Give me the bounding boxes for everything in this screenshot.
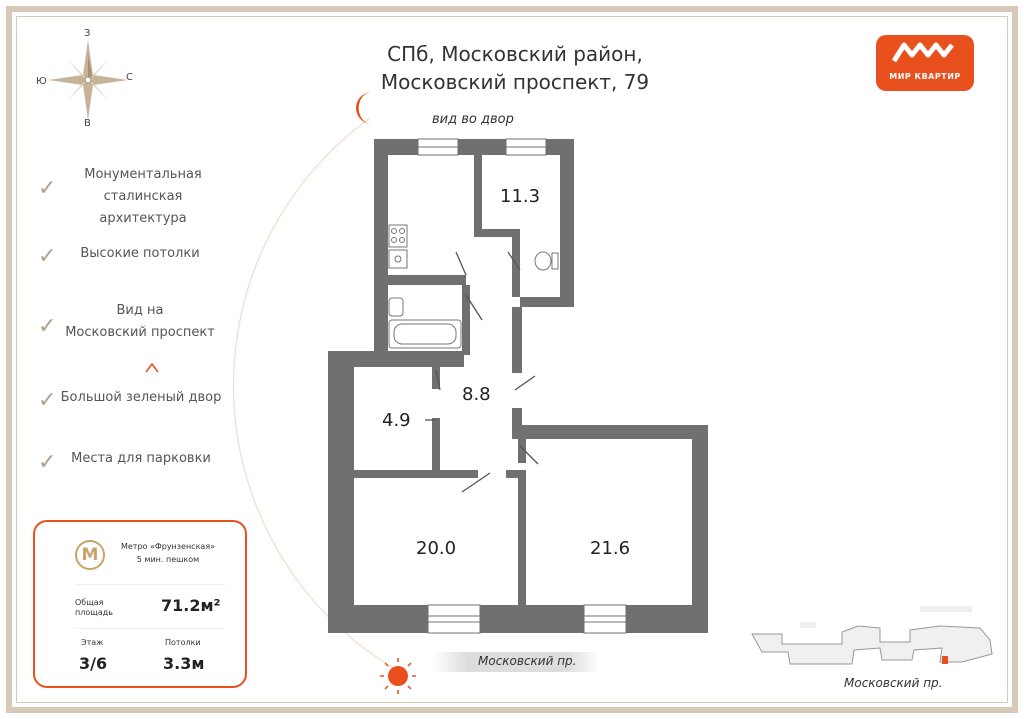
feature-ceilings: Высокие потолки xyxy=(70,243,210,265)
feature-view: Вид на Московский проспект xyxy=(60,300,220,344)
stove-icon xyxy=(388,224,408,269)
floor-label: Этаж xyxy=(81,638,104,647)
address-line-1: СПб, Московский район, xyxy=(387,42,643,66)
feature-yard: Большой зеленый двор xyxy=(56,387,226,409)
check-icon: ✓ xyxy=(38,314,57,339)
bottom-windows xyxy=(427,604,627,634)
ceiling-value: 3.3м xyxy=(163,654,205,673)
check-icon: ✓ xyxy=(38,450,57,475)
feature-text: Монументальная xyxy=(84,167,202,182)
room-area-hall: 8.8 xyxy=(462,384,491,405)
feature-text: Высокие потолки xyxy=(80,246,200,261)
outer-border xyxy=(6,6,1018,713)
feature-text: сталинская архитектура xyxy=(99,189,187,226)
room-area-left: 20.0 xyxy=(416,538,457,559)
compass-north-label: З xyxy=(84,28,91,39)
mini-map xyxy=(751,606,993,665)
room-area-kitchen: 11.3 xyxy=(500,186,541,207)
walls xyxy=(328,139,708,633)
bathtub-icon xyxy=(388,297,462,349)
ceiling-label: Потолки xyxy=(165,638,201,647)
street-label-mini: Московский пр. xyxy=(844,676,943,690)
view-label: вид во двор xyxy=(432,112,514,127)
area-value: 71.2м² xyxy=(161,596,221,615)
room-area-small: 4.9 xyxy=(382,410,411,431)
feature-text: Большой зеленый двор xyxy=(60,390,222,405)
area-label-2: площадь xyxy=(75,608,113,617)
toilet-icon xyxy=(534,251,559,271)
feature-text: Вид на xyxy=(116,303,164,318)
address-line-2: Московский проспект, 79 xyxy=(380,70,650,94)
floor-value: 3/6 xyxy=(79,654,108,673)
divider xyxy=(75,584,225,585)
logo-mark-icon xyxy=(876,39,974,72)
area-label-1: Общая xyxy=(75,598,104,607)
brand-logo[interactable]: МИР КВАРТИР xyxy=(876,35,974,91)
feature-parking: Места для парковки xyxy=(64,448,218,470)
feature-text: Места для парковки xyxy=(71,451,211,466)
sun-path-arc xyxy=(232,117,401,673)
street-band xyxy=(434,652,600,672)
top-windows xyxy=(417,138,547,156)
compass-south-label: В xyxy=(84,118,91,129)
moon-icon xyxy=(356,92,372,125)
check-icon: ✓ xyxy=(38,388,57,413)
address-title: СПб, Московский район, Московский проспе… xyxy=(360,40,670,96)
room-area-right: 21.6 xyxy=(590,538,631,559)
feature-text: Московский проспект xyxy=(65,325,215,340)
compass-east-label: С xyxy=(126,72,133,83)
divider xyxy=(75,628,225,629)
feature-architecture: Монументальная сталинская архитектура xyxy=(58,164,228,230)
check-icon: ✓ xyxy=(38,176,57,201)
info-card: M Метро «Фрунзенская» 5 мин. пешком Обща… xyxy=(33,520,247,688)
metro-icon: M xyxy=(75,540,105,570)
logo-text: МИР КВАРТИР xyxy=(889,72,961,81)
arc-arrow-icon xyxy=(145,362,159,373)
inner-border xyxy=(16,16,1008,703)
metro-name: Метро «Фрунзенская» xyxy=(120,542,216,551)
doors xyxy=(425,251,539,493)
compass-rose-icon xyxy=(48,40,128,120)
metro-walk: 5 мин. пешком xyxy=(136,555,200,564)
street-label-main: Московский пр. xyxy=(478,654,577,668)
compass-west-label: Ю xyxy=(36,76,47,87)
sun-icon xyxy=(380,658,416,694)
check-icon: ✓ xyxy=(38,244,57,269)
